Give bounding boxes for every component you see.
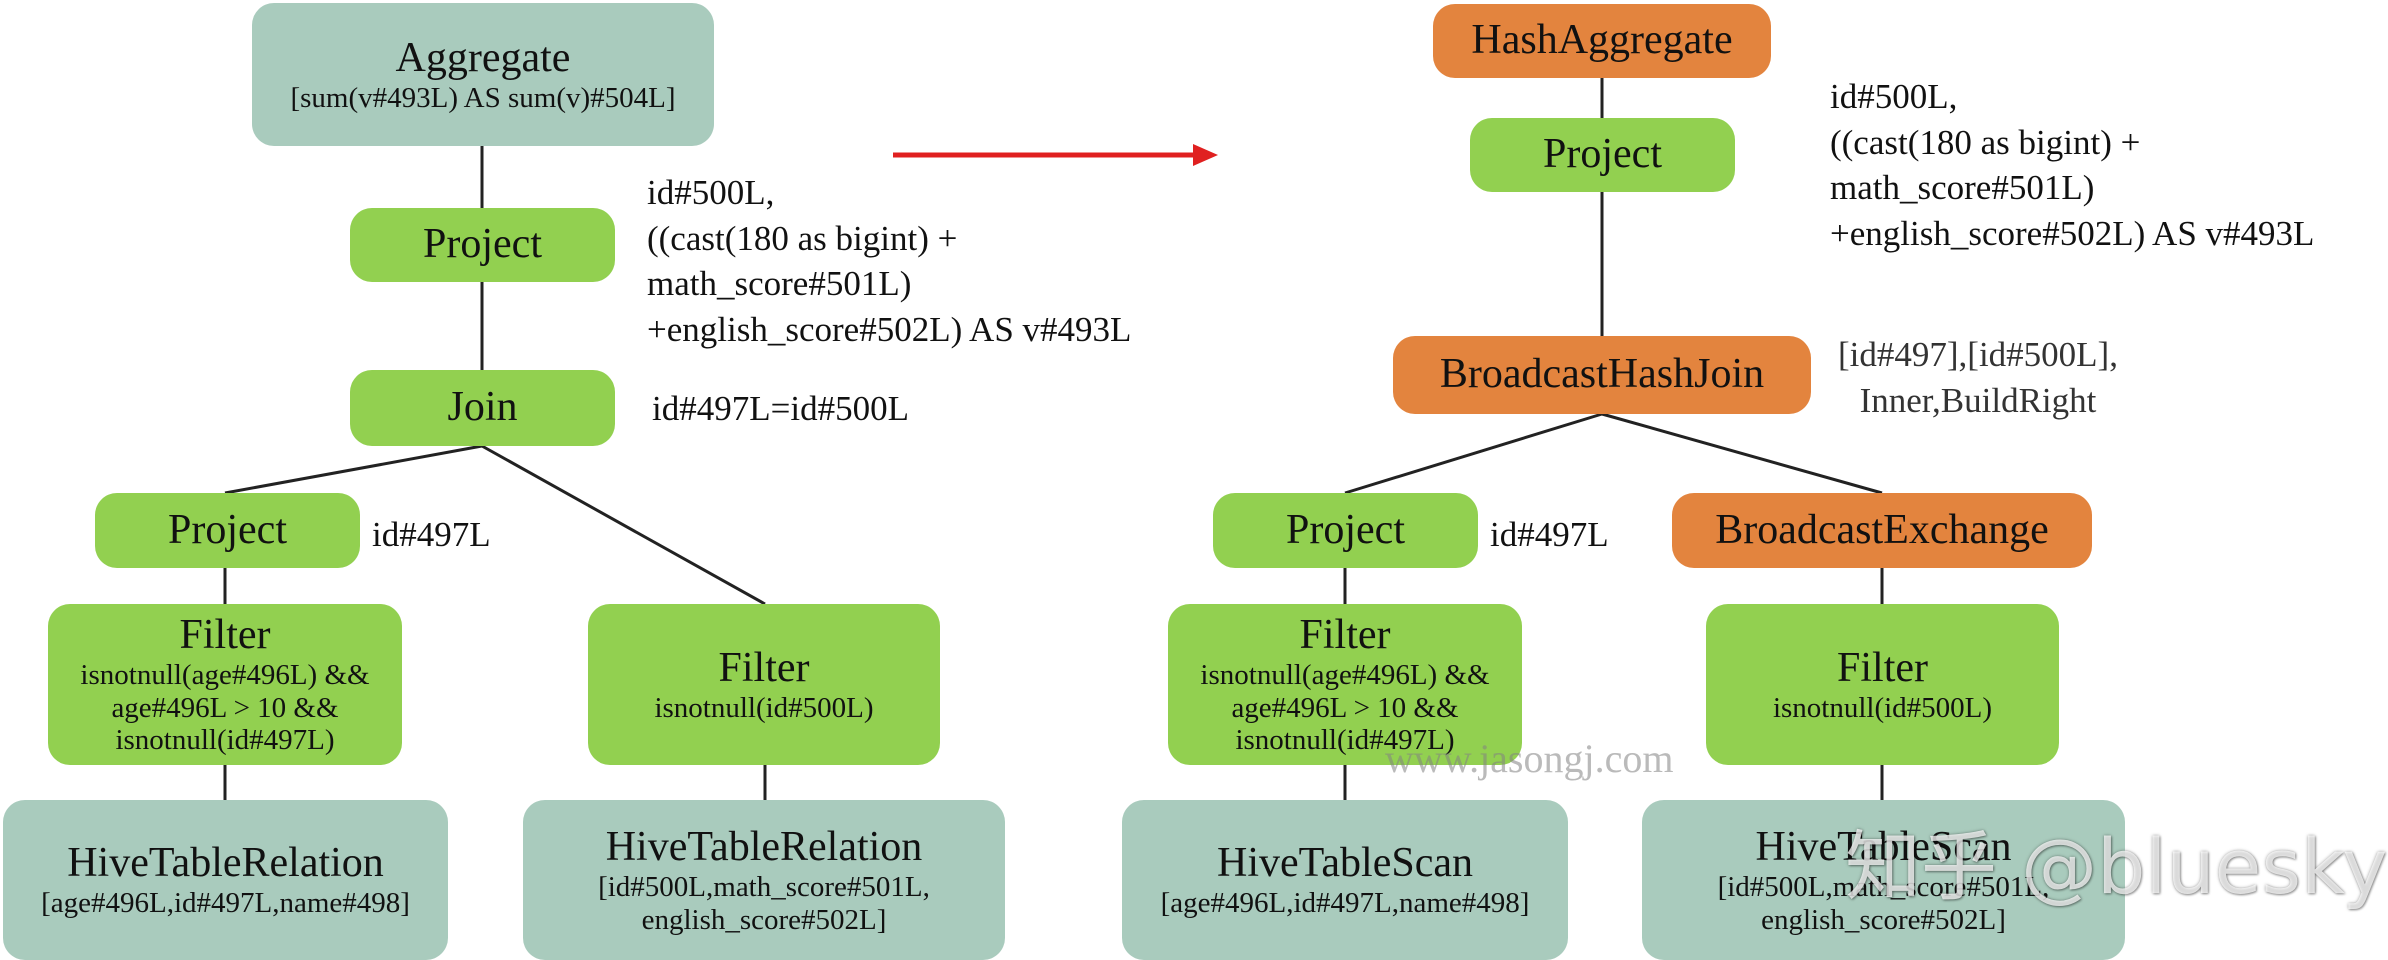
project-note: id#500L, ((cast(180 as bigint) + math_sc… [647, 170, 1131, 352]
project-node: Project [350, 208, 615, 282]
physical-filter-left-detail: isnotnull(age#496L) && [1200, 659, 1490, 692]
scan-left-title: HiveTableScan [1217, 840, 1473, 887]
relation-left-detail: [age#496L,id#497L,name#498] [41, 887, 410, 920]
aggregate-detail: [sum(v#493L) AS sum(v)#504L] [290, 81, 676, 114]
scan-right-title: HiveTableScan [1755, 824, 2012, 871]
broadcast-hash-join-node: BroadcastHashJoin [1393, 336, 1811, 414]
relation-right-detail: [id#500L,math_score#501L, [598, 871, 930, 904]
scan-left-node: HiveTableScan [age#496L,id#497L,name#498… [1122, 800, 1568, 960]
relation-left-node: HiveTableRelation [age#496L,id#497L,name… [3, 800, 448, 960]
project-note-line: id#500L, [647, 173, 775, 212]
broadcast-hash-join-title: BroadcastHashJoin [1439, 351, 1765, 398]
project-left-node: Project [95, 493, 360, 568]
physical-project-note: id#500L, ((cast(180 as bigint) + math_sc… [1830, 74, 2314, 256]
filter-right-node: Filter isnotnull(id#500L) [588, 604, 940, 765]
broadcast-exchange-title: BroadcastExchange [1715, 506, 2049, 553]
filter-left-node: Filter isnotnull(age#496L) && age#496L >… [48, 604, 402, 765]
hash-aggregate-title: HashAggregate [1471, 17, 1733, 64]
edge-bhj-project-left [1344, 412, 1603, 495]
filter-left-detail: age#496L > 10 && [111, 691, 339, 724]
transform-arrow-head [1193, 144, 1218, 166]
join-node: Join [350, 370, 615, 446]
scan-right-detail: [id#500L,math_score#501L, [1717, 871, 2050, 904]
physical-project-note-line: id#500L, [1830, 77, 1958, 116]
aggregate-node: Aggregate [sum(v#493L) AS sum(v)#504L] [252, 3, 714, 146]
physical-filter-left-detail: age#496L > 10 && [1231, 691, 1459, 724]
broadcast-hash-join-note: [id#497],[id#500L], Inner,BuildRight [1838, 332, 2118, 423]
physical-project-node: Project [1470, 118, 1735, 192]
relation-right-node: HiveTableRelation [id#500L,math_score#50… [523, 800, 1005, 960]
physical-filter-right-title: Filter [1837, 644, 1928, 691]
scan-left-detail: [age#496L,id#497L,name#498] [1160, 887, 1530, 920]
aggregate-title: Aggregate [395, 34, 571, 81]
author-watermark: 知乎 @bluesky [1845, 822, 2388, 911]
physical-project-note-line: math_score#501L) [1830, 168, 2095, 207]
scan-right-node: HiveTableScan [id#500L,math_score#501L, … [1642, 800, 2125, 960]
join-note: id#497L=id#500L [652, 389, 909, 428]
physical-project-left-note: id#497L [1490, 515, 1609, 554]
relation-left-title: HiveTableRelation [67, 840, 384, 887]
edge-bhj-exchange [1601, 412, 1883, 495]
filter-left-detail: isnotnull(age#496L) && [80, 659, 370, 692]
physical-project-title: Project [1543, 131, 1662, 178]
site-watermark: www.jasongj.com [1385, 736, 1674, 781]
project-left-title: Project [168, 506, 287, 553]
edge-join-project-left [224, 444, 483, 495]
broadcast-hash-join-note-line: [id#497],[id#500L], [1838, 335, 2118, 374]
filter-right-title: Filter [718, 644, 810, 691]
physical-project-note-line: ((cast(180 as bigint) + [1830, 122, 2141, 162]
hash-aggregate-node: HashAggregate [1433, 4, 1771, 78]
broadcast-hash-join-note-line: Inner,BuildRight [1859, 380, 2097, 420]
project-title: Project [423, 221, 542, 268]
physical-filter-right-detail: isnotnull(id#500L) [1772, 691, 1993, 724]
project-note-line: +english_score#502L) AS v#493L [647, 309, 1132, 349]
filter-left-detail: isnotnull(id#497L) [115, 724, 335, 757]
physical-filter-left-node: Filter isnotnull(age#496L) && age#496L >… [1168, 604, 1522, 765]
scan-right-detail: english_score#502L] [1761, 903, 2006, 936]
filter-right-detail: isnotnull(id#500L) [654, 691, 874, 724]
project-note-line: ((cast(180 as bigint) + [647, 218, 958, 258]
broadcast-exchange-node: BroadcastExchange [1672, 493, 2092, 568]
join-title: Join [447, 384, 518, 431]
physical-filter-left-detail: isnotnull(id#497L) [1235, 724, 1455, 757]
project-left-note: id#497L [372, 515, 491, 554]
physical-project-note-line: +english_score#502L) AS v#493L [1830, 213, 2315, 253]
physical-project-left-title: Project [1286, 506, 1405, 553]
relation-right-title: HiveTableRelation [605, 824, 923, 871]
project-note-line: math_score#501L) [647, 264, 912, 303]
relation-right-detail: english_score#502L] [641, 903, 887, 936]
physical-project-left-node: Project [1213, 493, 1478, 568]
edge-join-filter-right [481, 444, 766, 606]
physical-filter-right-node: Filter isnotnull(id#500L) [1706, 604, 2059, 765]
physical-filter-left-title: Filter [1299, 612, 1391, 659]
filter-left-title: Filter [179, 612, 271, 659]
